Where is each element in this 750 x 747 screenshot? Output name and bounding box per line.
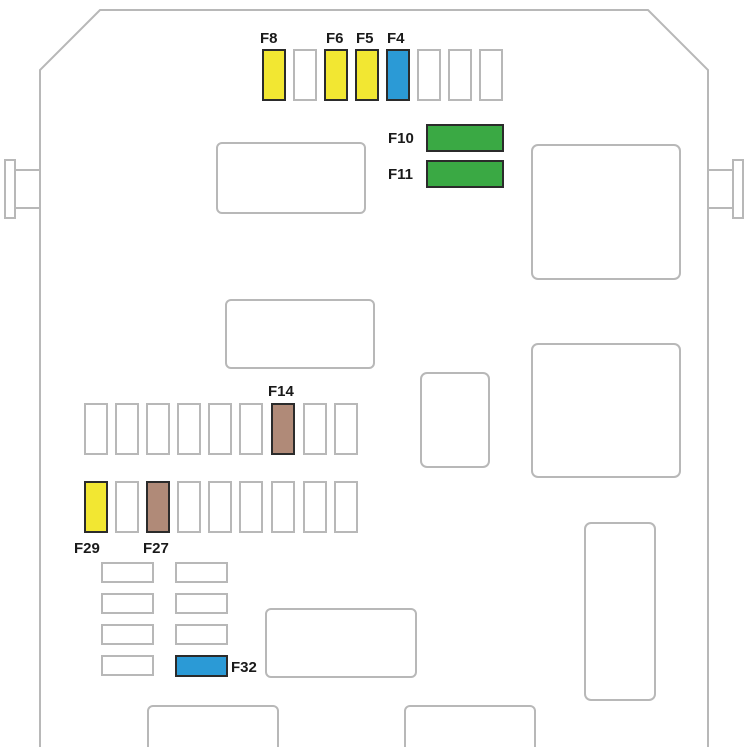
empty-fuse-slot [208, 403, 232, 455]
empty-mini-fuse-slot [175, 593, 228, 614]
fuse-f6-label: F6 [326, 30, 344, 47]
lower-fuse-row [84, 481, 358, 533]
mini-fuse-bank [101, 562, 228, 676]
empty-mini-fuse-slot [175, 562, 228, 583]
fuse-f14-label: F14 [268, 383, 295, 400]
fuse-f10 [426, 124, 504, 152]
relay-block [584, 522, 656, 701]
fuse-f4 [386, 49, 410, 101]
fuse-f32 [175, 655, 228, 677]
fuse-f11 [426, 160, 504, 188]
fuse-f29 [84, 481, 108, 533]
fuse-f8 [262, 49, 286, 101]
empty-fuse-slot [293, 49, 317, 101]
left-mounting-tab [4, 159, 41, 219]
relay-block [531, 144, 681, 280]
fuse-f10-label: F10 [388, 130, 414, 147]
empty-mini-fuse-slot [175, 624, 228, 645]
relay-block [265, 608, 417, 678]
empty-fuse-slot [448, 49, 472, 101]
fuse-f5-label: F5 [356, 30, 374, 47]
empty-fuse-slot [177, 481, 201, 533]
fuse-f29-label: F29 [74, 540, 100, 557]
relay-block [531, 343, 681, 478]
empty-fuse-slot [177, 403, 201, 455]
relay-block [420, 372, 490, 468]
fuse-f8-label: F8 [260, 30, 278, 47]
fuse-f27 [146, 481, 170, 533]
empty-fuse-slot [208, 481, 232, 533]
empty-fuse-slot [239, 403, 263, 455]
relay-block [147, 705, 279, 747]
empty-mini-fuse-slot [101, 562, 154, 583]
empty-fuse-slot [84, 403, 108, 455]
empty-mini-fuse-slot [101, 624, 154, 645]
empty-fuse-slot [479, 49, 503, 101]
empty-fuse-slot [334, 403, 358, 455]
empty-fuse-slot [115, 403, 139, 455]
fuse-f32-label: F32 [231, 659, 257, 676]
middle-fuse-row [84, 403, 358, 455]
fuse-f14 [271, 403, 295, 455]
empty-fuse-slot [334, 481, 358, 533]
fuse-f4-label: F4 [387, 30, 405, 47]
empty-fuse-slot [115, 481, 139, 533]
empty-fuse-slot [146, 403, 170, 455]
fuse-f27-label: F27 [143, 540, 169, 557]
relay-block [216, 142, 366, 214]
top-fuse-row [262, 49, 503, 101]
empty-fuse-slot [303, 403, 327, 455]
empty-fuse-slot [303, 481, 327, 533]
relay-block [225, 299, 375, 369]
fuse-f6 [324, 49, 348, 101]
empty-fuse-slot [271, 481, 295, 533]
relay-block [404, 705, 536, 747]
fuse-f11-label: F11 [388, 166, 413, 183]
right-mounting-tab [707, 159, 744, 219]
empty-fuse-slot [239, 481, 263, 533]
empty-mini-fuse-slot [101, 655, 154, 676]
empty-mini-fuse-slot [101, 593, 154, 614]
fuse-f5 [355, 49, 379, 101]
empty-fuse-slot [417, 49, 441, 101]
